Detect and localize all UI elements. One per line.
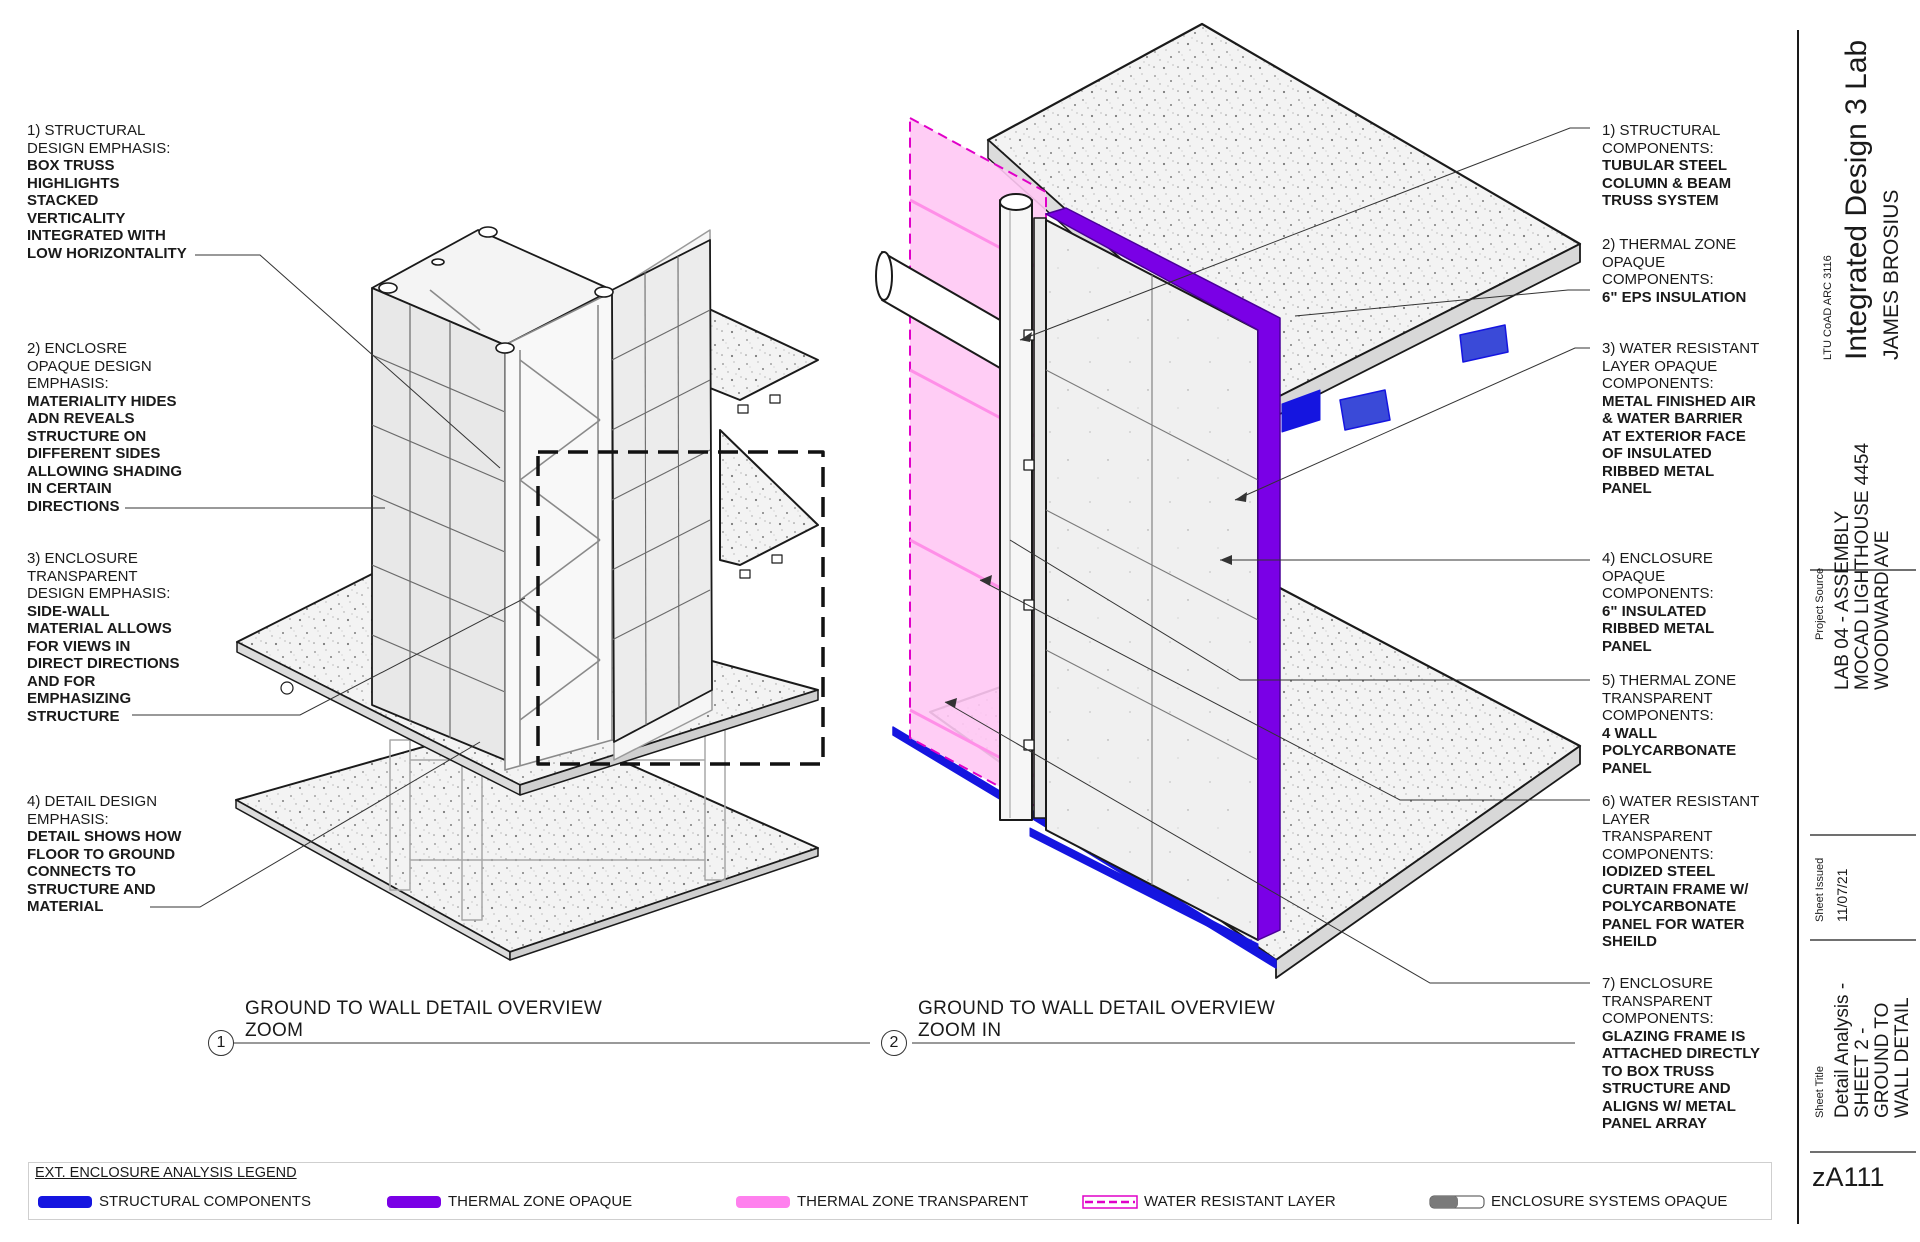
right-note-3: 3) WATER RESISTANT LAYER OPAQUE COMPONEN… xyxy=(1602,340,1760,497)
box-truss xyxy=(429,289,613,771)
eps-insulation-edge xyxy=(1045,207,1281,941)
sheet-number: zA111 xyxy=(1812,1162,1885,1192)
course-code: LTU CoAD ARC 3116 xyxy=(1822,255,1834,360)
tower-left-panels xyxy=(371,287,506,761)
right-note-1: 1) STRUCTURAL COMPONENTS: TUBULAR STEEL … xyxy=(1602,122,1732,209)
view-1-overview xyxy=(235,226,825,961)
sheet-title: Detail Analysis - SHEET 2 - GROUND TO WA… xyxy=(1832,982,1913,1118)
left-note-1: 1) STRUCTURAL DESIGN EMPHASIS: BOX TRUSS… xyxy=(27,122,187,262)
thermal-opaque-swatch-icon xyxy=(387,1196,441,1208)
view-2-number-bubble: 2 xyxy=(881,1030,907,1056)
sheet-issued-date: 11/07/21 xyxy=(1834,868,1850,922)
tubular-column xyxy=(999,193,1033,821)
sheet-title-label: Sheet Title xyxy=(1814,1066,1826,1118)
sheet-issued-label: Sheet Issued xyxy=(1814,857,1826,922)
view-1-number-bubble: 1 xyxy=(208,1030,234,1056)
leader-lines xyxy=(125,127,1590,1044)
right-note-4: 4) ENCLOSURE OPAQUE COMPONENTS: 6" INSUL… xyxy=(1602,550,1715,655)
view-2-title: GROUND TO WALL DETAIL OVERVIEW ZOOM IN xyxy=(918,998,1275,1042)
right-note-5: 5) THERMAL ZONE TRANSPARENT COMPONENTS: … xyxy=(1602,672,1737,777)
view-2-title-line2: ZOOM IN xyxy=(918,1020,1002,1041)
tower-right-panels xyxy=(611,239,713,743)
view-1-title-line2: ZOOM xyxy=(245,1020,304,1041)
project-source-label: Project Source xyxy=(1814,567,1826,640)
zoom-region-box xyxy=(536,450,825,766)
view-2-title-line1: GROUND TO WALL DETAIL OVERVIEW xyxy=(918,998,1276,1019)
right-note-7: 7) ENCLOSURE TRANSPARENT COMPONENTS: GLA… xyxy=(1602,975,1761,1132)
water-resistant-swatch-icon xyxy=(1082,1195,1138,1209)
insulated-metal-panel xyxy=(1045,219,1259,941)
right-note-2: 2) THERMAL ZONE OPAQUE COMPONENTS: 6" EP… xyxy=(1602,236,1747,306)
view-1-title-line1: GROUND TO WALL DETAIL OVERVIEW xyxy=(245,998,603,1019)
author-name: JAMES BROSIUS xyxy=(1880,189,1903,360)
right-note-6: 6) WATER RESISTANT LAYER TRANSPARENT COM… xyxy=(1602,793,1760,950)
view-1-title: GROUND TO WALL DETAIL OVERVIEW ZOOM xyxy=(245,998,602,1042)
thermal-transparent-swatch-icon xyxy=(736,1196,790,1208)
course-title: Integrated Design 3 Lab xyxy=(1840,39,1873,360)
legend-title: EXT. ENCLOSURE ANALYSIS LEGEND xyxy=(35,1165,297,1181)
project-source: LAB 04 - ASSEMBLY MOCAD LIGHTHOUSE 4454 … xyxy=(1832,442,1893,690)
left-note-3: 3) ENCLOSURE TRANSPARENT DESIGN EMPHASIS… xyxy=(27,550,180,725)
view-2-zoom-in xyxy=(875,22,1582,979)
structural-swatch-icon xyxy=(38,1196,92,1208)
steel-beams xyxy=(1339,324,1509,431)
enclosure-analysis-legend: EXT. ENCLOSURE ANALYSIS LEGEND STRUCTURA… xyxy=(28,1162,1772,1220)
left-note-2: 2) ENCLOSRE OPAQUE DESIGN EMPHASIS: MATE… xyxy=(27,340,182,515)
left-note-4: 4) DETAIL DESIGN EMPHASIS: DETAIL SHOWS … xyxy=(27,793,182,915)
enclosure-opaque-swatch-icon xyxy=(1429,1195,1485,1209)
title-block-frame xyxy=(1797,30,1916,1224)
